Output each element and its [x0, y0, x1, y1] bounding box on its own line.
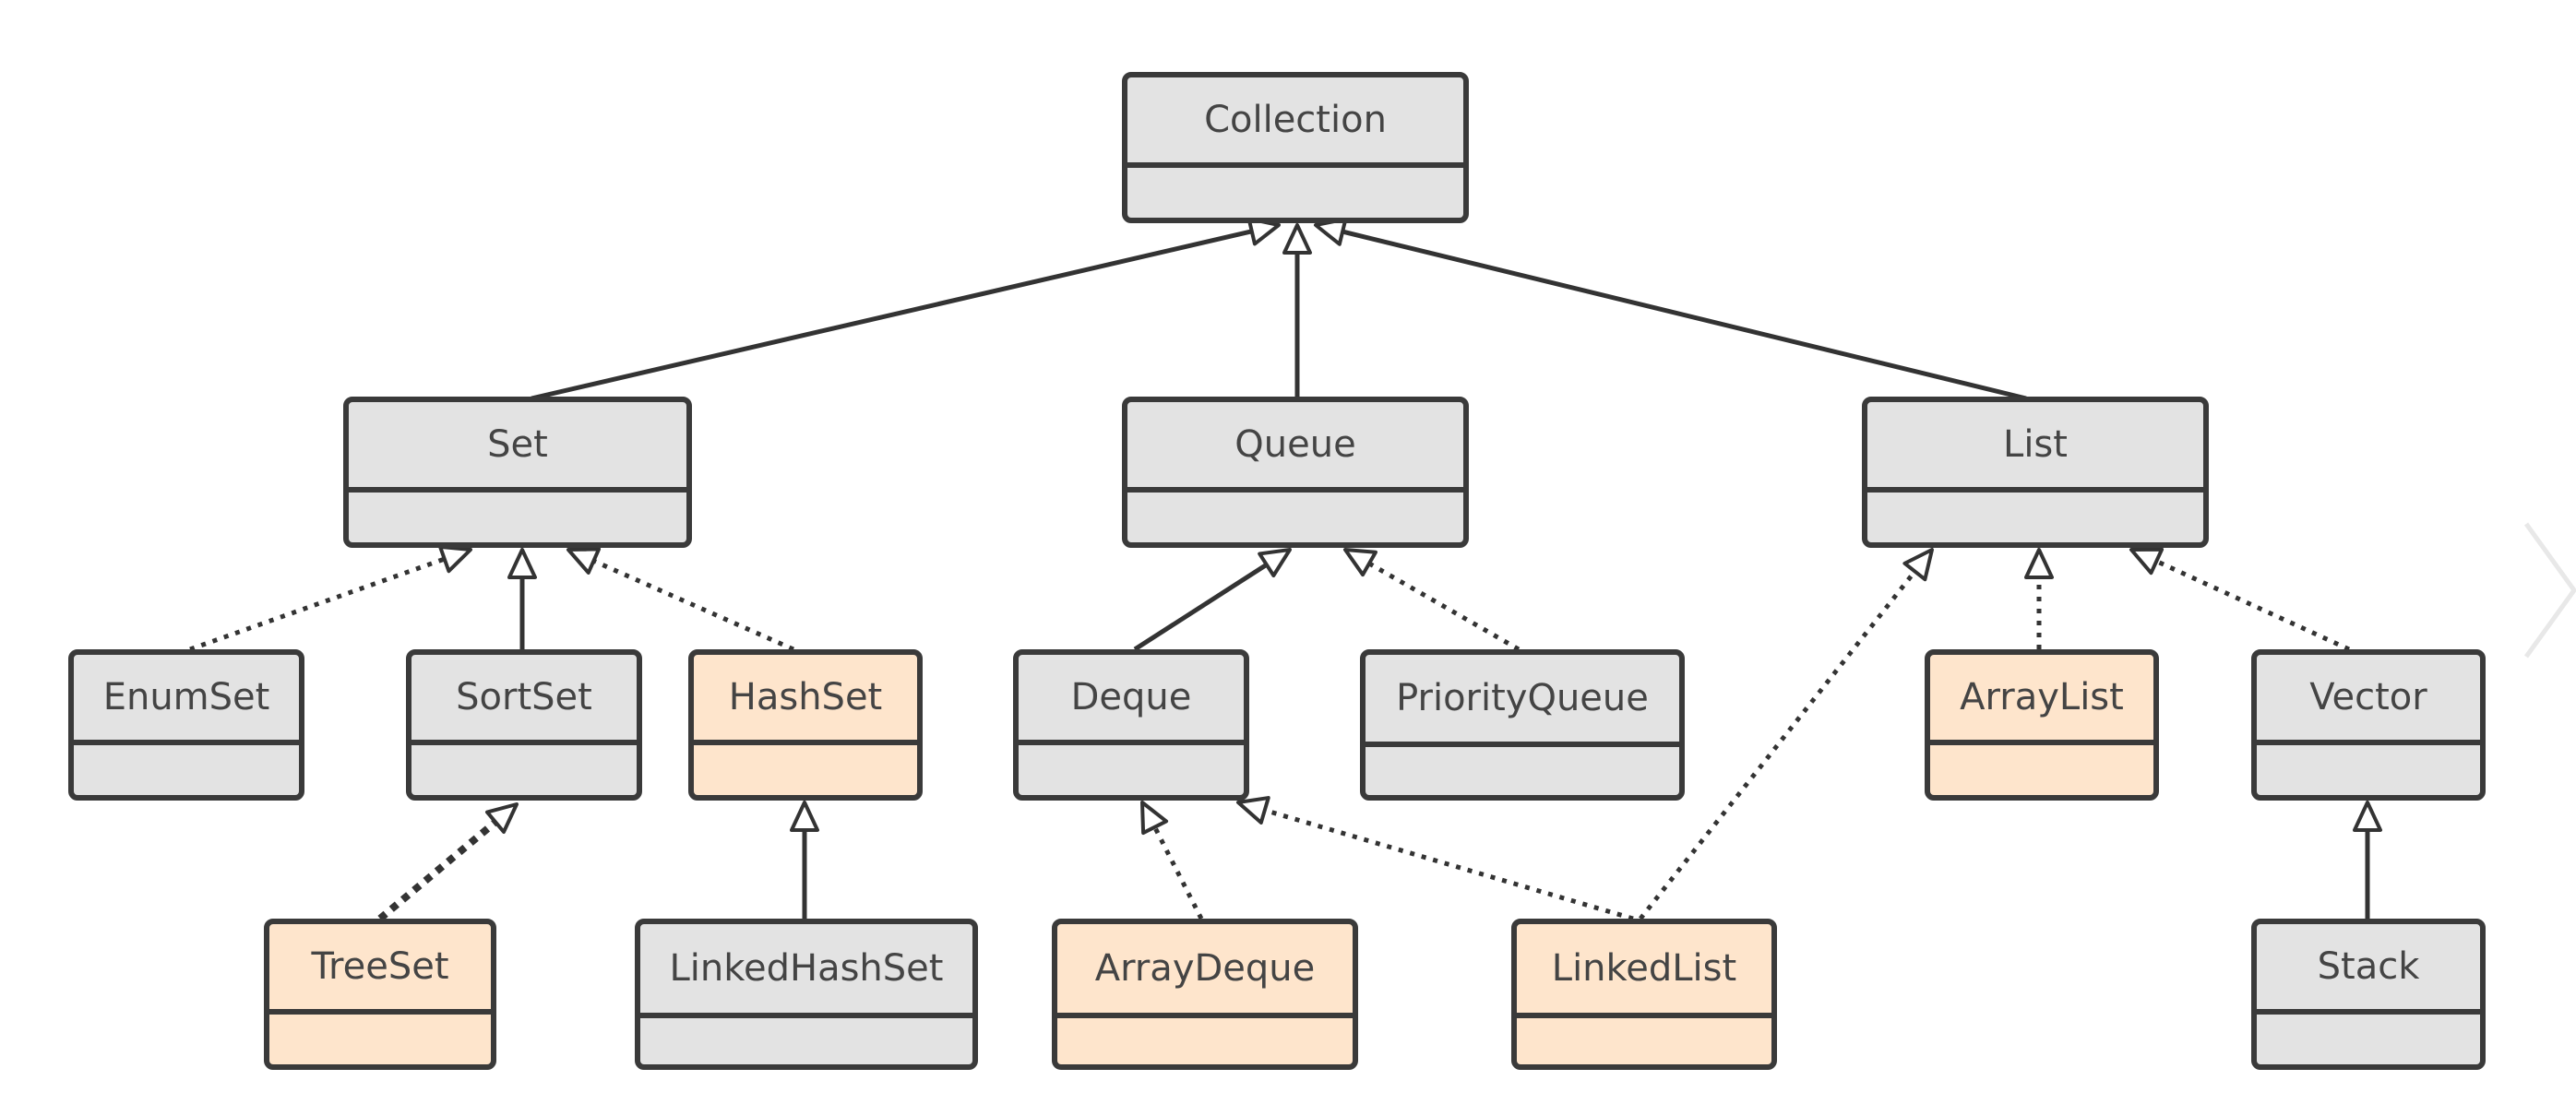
arrowhead-icon	[485, 802, 519, 834]
list-box: List	[1862, 397, 2209, 548]
vector-label: Vector	[2257, 655, 2480, 745]
edge-line	[1342, 229, 2027, 401]
edge-deque-to-queue	[1133, 548, 1292, 652]
queue-box: Queue	[1122, 397, 1469, 548]
hashset-label: HashSet	[694, 655, 917, 745]
arraydeque-box: ArrayDeque	[1052, 919, 1358, 1070]
edge-hashset-to-set	[566, 547, 795, 652]
edge-stack-to-vector	[2353, 801, 2382, 919]
edge-linkedhashset-to-hashset	[790, 801, 819, 919]
deque-label: Deque	[1019, 655, 1244, 745]
treeset-box: TreeSet	[264, 919, 496, 1070]
sortset-box: SortSet	[406, 649, 642, 801]
arrowhead-icon	[1282, 223, 1312, 255]
arraylist-box: ArrayList	[1925, 649, 2159, 801]
sortset-label: SortSet	[411, 655, 637, 745]
edge-line	[592, 558, 795, 652]
arraylist-label: ArrayList	[1930, 655, 2153, 745]
arrowhead-icon	[507, 548, 537, 579]
arrowhead-icon	[2024, 548, 2054, 579]
edge-line	[1367, 561, 1521, 652]
edge-arraydeque-to-deque	[1140, 801, 1204, 920]
edge-vector-to-list	[2129, 547, 2351, 652]
edge-priorityqueue-to-queue	[1343, 548, 1521, 652]
enumset-label: EnumSet	[74, 655, 299, 745]
edge-line	[377, 819, 498, 922]
edge-line	[1133, 563, 1269, 652]
edge-line	[531, 229, 1253, 401]
edge-list-to-collection	[1314, 217, 2027, 401]
queue-label: Queue	[1127, 402, 1463, 493]
arrowhead-icon	[790, 801, 819, 832]
arrowhead-icon	[1258, 548, 1292, 577]
arrowhead-icon	[1902, 548, 1934, 582]
edge-line	[1152, 825, 1204, 920]
arrowhead-icon	[566, 547, 602, 575]
arrowhead-icon	[1140, 801, 1169, 836]
arraydeque-label: ArrayDeque	[1057, 924, 1353, 1018]
set-box: Set	[343, 397, 692, 548]
edge-line	[1639, 569, 1917, 920]
edge-line	[2155, 559, 2351, 652]
edge-queue-to-collection	[1282, 223, 1312, 398]
collection-box: Collection	[1122, 72, 1469, 223]
linkedhashset-label: LinkedHashSet	[640, 924, 972, 1018]
linkedlist-label: LinkedList	[1517, 924, 1771, 1018]
edge-line	[1264, 808, 1634, 921]
deque-box: Deque	[1013, 649, 1249, 801]
linkedlist-box: LinkedList	[1511, 919, 1777, 1070]
stack-box: Stack	[2251, 919, 2486, 1070]
collection-label: Collection	[1127, 77, 1463, 168]
edge-arraylist-to-list	[2024, 548, 2054, 649]
arrowhead-icon	[1343, 548, 1377, 577]
vector-box: Vector	[2251, 649, 2486, 801]
arrowhead-icon	[2353, 801, 2382, 832]
edge-treeset-to-sortset	[377, 802, 519, 922]
chevron-right-icon[interactable]	[2521, 516, 2576, 664]
set-label: Set	[349, 402, 686, 493]
edge-sortset-to-set	[507, 548, 537, 649]
linkedhashset-box: LinkedHashSet	[635, 919, 978, 1070]
hashset-box: HashSet	[688, 649, 923, 801]
arrowhead-icon	[2129, 547, 2165, 576]
edge-set-to-collection	[531, 217, 1281, 401]
list-label: List	[1867, 402, 2203, 493]
enumset-box: EnumSet	[68, 649, 304, 801]
edge-linkedlist-to-deque	[1236, 796, 1634, 921]
treeset-label: TreeSet	[269, 924, 491, 1015]
priorityqueue-label: PriorityQueue	[1366, 655, 1679, 747]
edge-linkedlist-to-list	[1639, 548, 1934, 920]
arrowhead-icon	[438, 544, 472, 574]
arrowhead-icon	[1236, 796, 1270, 825]
priorityqueue-box: PriorityQueue	[1360, 649, 1685, 801]
edge-line	[189, 556, 446, 652]
stack-label: Stack	[2257, 924, 2480, 1015]
edge-enumset-to-set	[189, 544, 472, 652]
